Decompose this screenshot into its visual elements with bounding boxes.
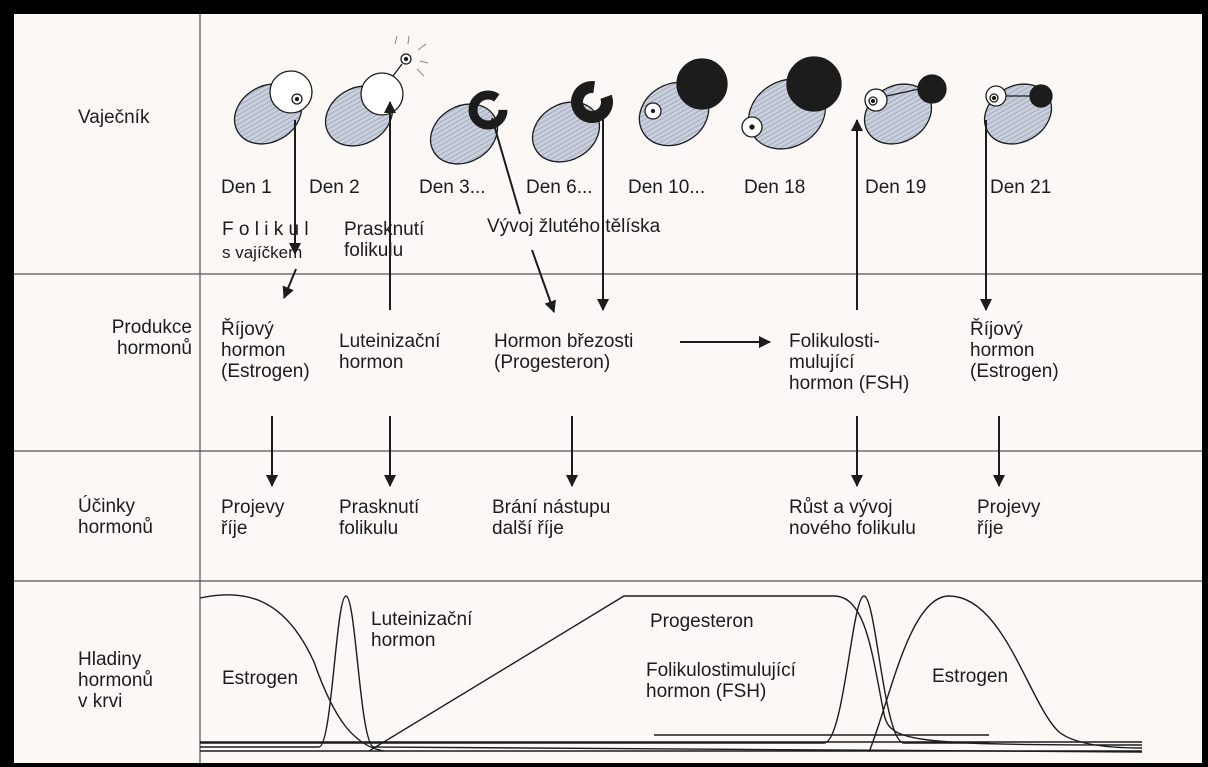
row-label-effects: Účinky hormonů bbox=[78, 496, 153, 538]
day-label: Den 18 bbox=[744, 177, 805, 198]
day-label: Den 3... bbox=[419, 177, 486, 198]
rupture-label: Prasknutí folikulu bbox=[344, 219, 424, 261]
day-label: Den 2 bbox=[309, 177, 360, 198]
effect-rupture: Prasknutí folikulu bbox=[339, 497, 419, 539]
production-progesterone: Hormon březosti (Progesteron) bbox=[494, 331, 633, 373]
follicle-label: F o l i k u l bbox=[222, 219, 309, 240]
day-label: Den 6... bbox=[526, 177, 593, 198]
effect-prevent-heat: Brání nástupu další říje bbox=[492, 497, 610, 539]
arrow-follicle-to-estrogen-end bbox=[284, 269, 296, 298]
ovary-day6 bbox=[522, 83, 612, 174]
fsh-curve bbox=[200, 596, 989, 743]
production-fsh: Folikulosti- mulující hormon (FSH) bbox=[789, 331, 909, 394]
follicle-egg-label: s vajíčkem bbox=[222, 242, 302, 263]
row-label-ovary: Vaječník bbox=[78, 107, 149, 128]
ovary-day18 bbox=[736, 57, 841, 163]
ovary-day2 bbox=[315, 36, 428, 158]
day-label: Den 21 bbox=[990, 177, 1051, 198]
curve-label-estrogen-2: Estrogen bbox=[932, 666, 1008, 687]
curve-label-lh: Luteinizační hormon bbox=[371, 609, 472, 651]
production-lh: Luteinizační hormon bbox=[339, 331, 440, 373]
effect-heat-1: Projevy říje bbox=[221, 497, 284, 539]
ovary-day19 bbox=[854, 72, 946, 155]
production-estrogen-2: Říjový hormon (Estrogen) bbox=[970, 319, 1059, 382]
effect-heat-2: Projevy říje bbox=[977, 497, 1040, 539]
production-estrogen-1: Říjový hormon (Estrogen) bbox=[221, 319, 310, 382]
ovary-day1 bbox=[224, 71, 313, 156]
curve-label-estrogen-1: Estrogen bbox=[222, 668, 298, 689]
estrous-cycle-diagram: Vaječník Produkce hormonů Účinky hormonů… bbox=[14, 14, 1202, 763]
corpus-luteum-label: Vývoj žlutého tělíska bbox=[487, 216, 660, 237]
row-label-production: Produkce hormonů bbox=[112, 317, 192, 359]
diagram-graphics bbox=[14, 14, 1202, 763]
row-label-levels: Hladiny hormonů v krvi bbox=[78, 649, 153, 712]
day-label: Den 1 bbox=[221, 177, 272, 198]
ovary-day10 bbox=[628, 59, 727, 158]
day-label: Den 19 bbox=[865, 177, 926, 198]
ovary-day3 bbox=[420, 92, 509, 175]
day-label: Den 10... bbox=[628, 177, 705, 198]
effect-new-follicle: Růst a vývoj nového folikulu bbox=[789, 497, 916, 539]
curve-label-fsh: Folikulostimulující hormon (FSH) bbox=[646, 660, 796, 702]
curve-label-progesterone: Progesteron bbox=[650, 611, 754, 632]
